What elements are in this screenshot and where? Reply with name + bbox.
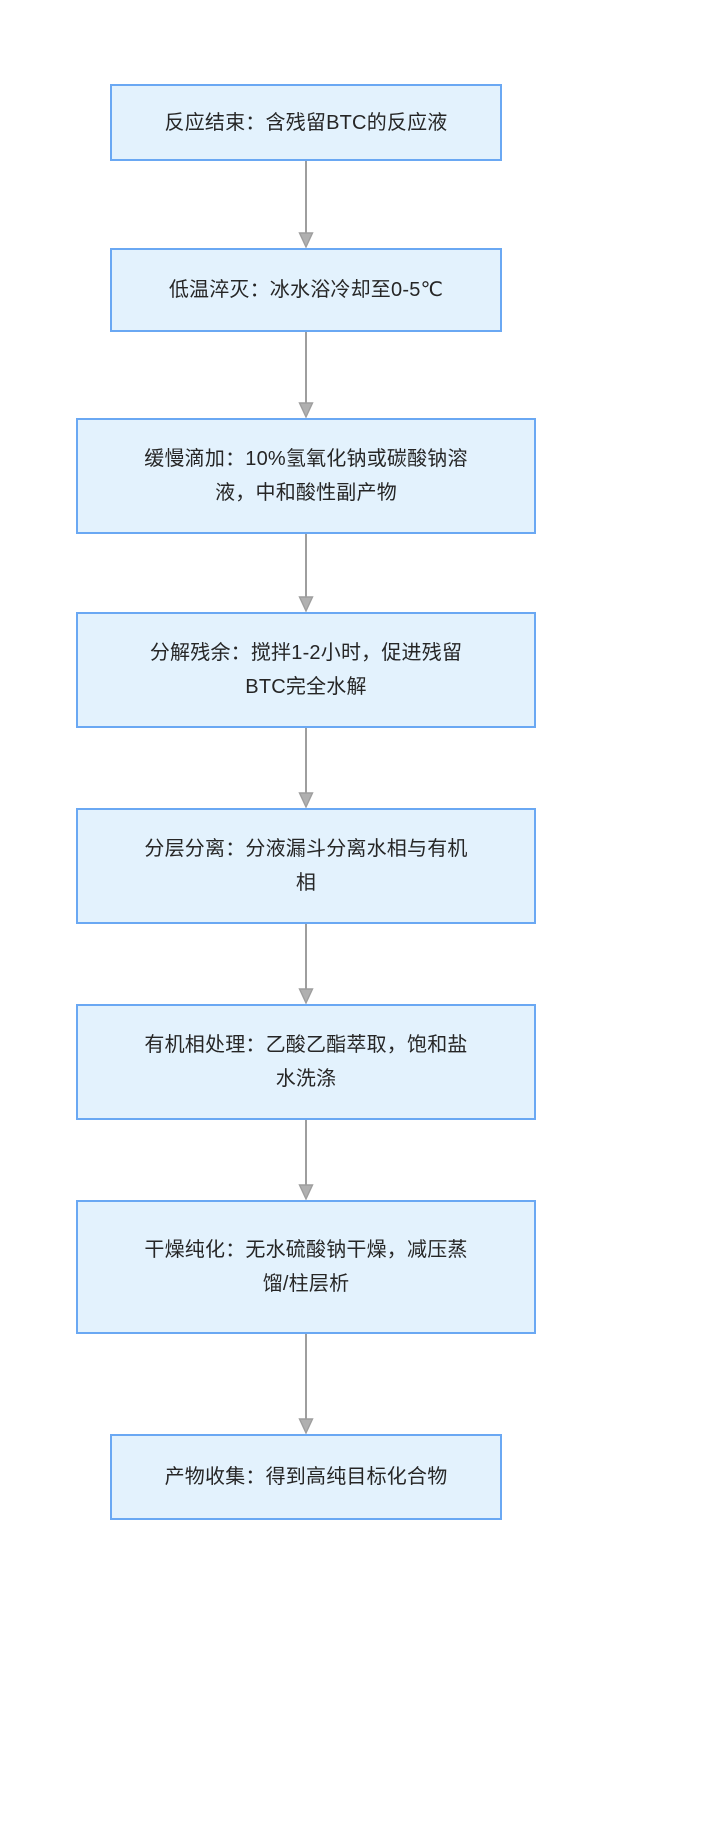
flow-node-organic-phase-treatment[interactable]: 有机相处理：乙酸乙酯萃取，饱和盐 水洗涤 [76,1004,536,1120]
flow-node-label: 低温淬灭：冰水浴冷却至0-5℃ [168,279,444,301]
flow-node-decompose-residue[interactable]: 分解残余：搅拌1-2小时，促进残留 BTC完全水解 [76,612,536,728]
flow-node-label: 产物收集：得到高纯目标化合物 [164,1466,448,1488]
flow-node-dry-purify[interactable]: 干燥纯化：无水硫酸钠干燥，减压蒸 馏/柱层析 [76,1200,536,1334]
flow-edge-6-7 [296,1120,316,1201]
flow-node-low-temp-quench[interactable]: 低温淬灭：冰水浴冷却至0-5℃ [110,248,502,332]
flow-node-label: 有机相处理：乙酸乙酯萃取，饱和盐 水洗涤 [144,1034,468,1090]
flow-node-label: 干燥纯化：无水硫酸钠干燥，减压蒸 馏/柱层析 [144,1239,468,1295]
flow-node-reaction-end[interactable]: 反应结束：含残留BTC的反应液 [110,84,502,161]
flow-node-product-collection[interactable]: 产物收集：得到高纯目标化合物 [110,1434,502,1520]
flow-edge-2-3 [296,332,316,419]
flow-node-label: 反应结束：含残留BTC的反应液 [164,111,448,134]
flow-edge-1-2 [296,161,316,249]
flow-edge-3-4 [296,534,316,613]
flow-node-label: 分解残余：搅拌1-2小时，促进残留 BTC完全水解 [149,642,463,698]
flow-node-layer-separation[interactable]: 分层分离：分液漏斗分离水相与有机 相 [76,808,536,924]
flow-node-label: 缓慢滴加：10%氢氧化钠或碳酸钠溶 液，中和酸性副产物 [144,448,468,504]
flow-edge-4-5 [296,728,316,809]
flow-edge-5-6 [296,924,316,1005]
flow-node-slow-dropwise-addition[interactable]: 缓慢滴加：10%氢氧化钠或碳酸钠溶 液，中和酸性副产物 [76,418,536,534]
flow-edge-7-8 [296,1334,316,1435]
flow-node-label: 分层分离：分液漏斗分离水相与有机 相 [144,838,468,894]
